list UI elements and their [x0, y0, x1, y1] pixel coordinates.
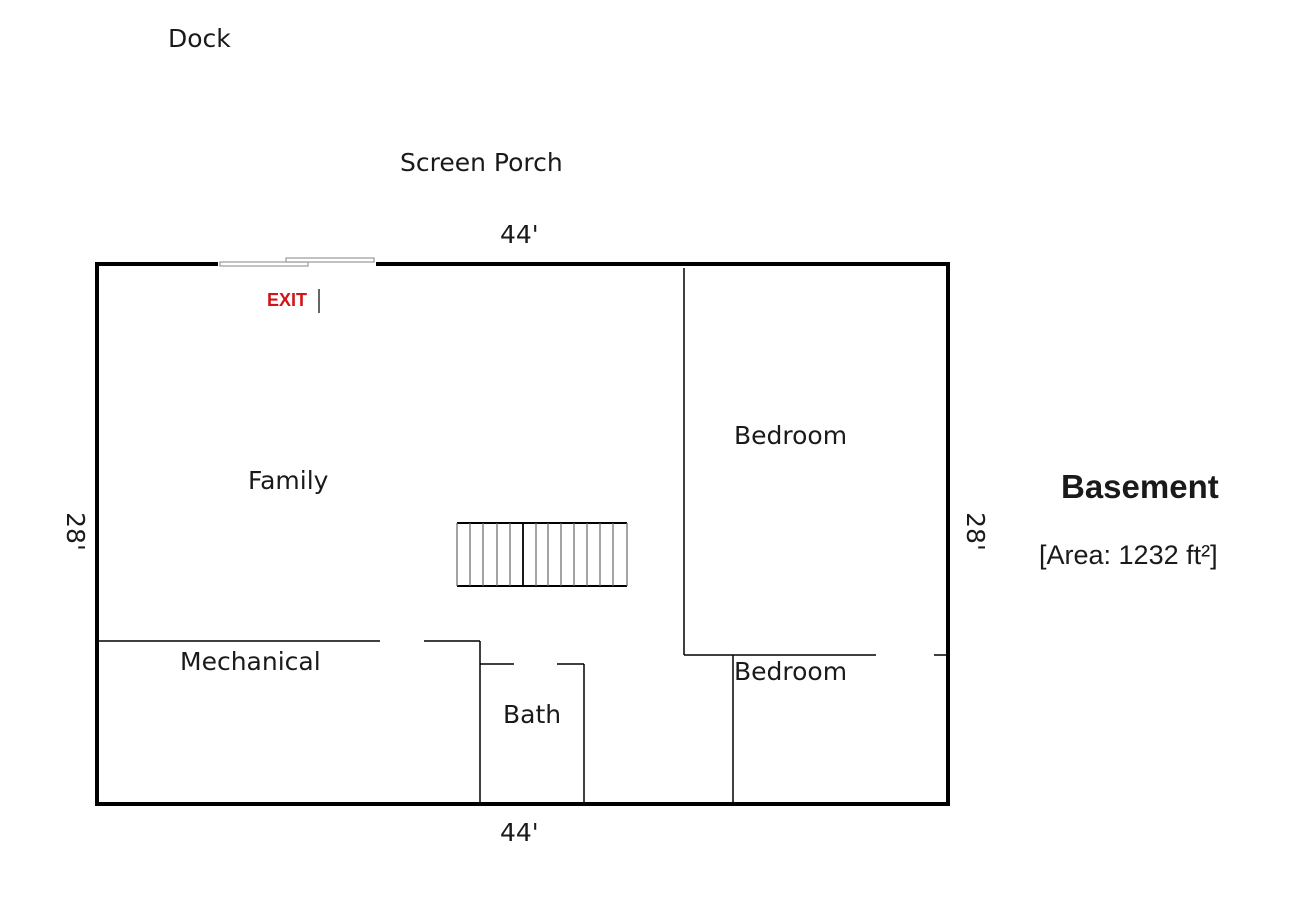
bedroom-lower-label: Bedroom [734, 657, 848, 686]
family-room-label: Family [248, 466, 329, 495]
dock-label: Dock [168, 24, 231, 53]
sliding-door [218, 257, 376, 268]
interior-walls [98, 268, 948, 804]
left-dimension: 28' [60, 512, 90, 551]
top-dimension: 44' [500, 220, 539, 249]
right-dimension: 28' [960, 512, 990, 551]
outer-wall [95, 262, 950, 806]
screen-porch-label: Screen Porch [400, 148, 563, 177]
bottom-dimension: 44' [500, 818, 539, 847]
exit-label: EXIT [267, 290, 308, 310]
mechanical-room-label: Mechanical [180, 647, 321, 676]
bath-label: Bath [503, 700, 562, 729]
floor-title: Basement [1061, 468, 1219, 505]
floor-area: [Area: 1232 ft²] [1039, 540, 1218, 570]
bedroom-upper-label: Bedroom [734, 421, 848, 450]
stairs [456, 522, 628, 587]
